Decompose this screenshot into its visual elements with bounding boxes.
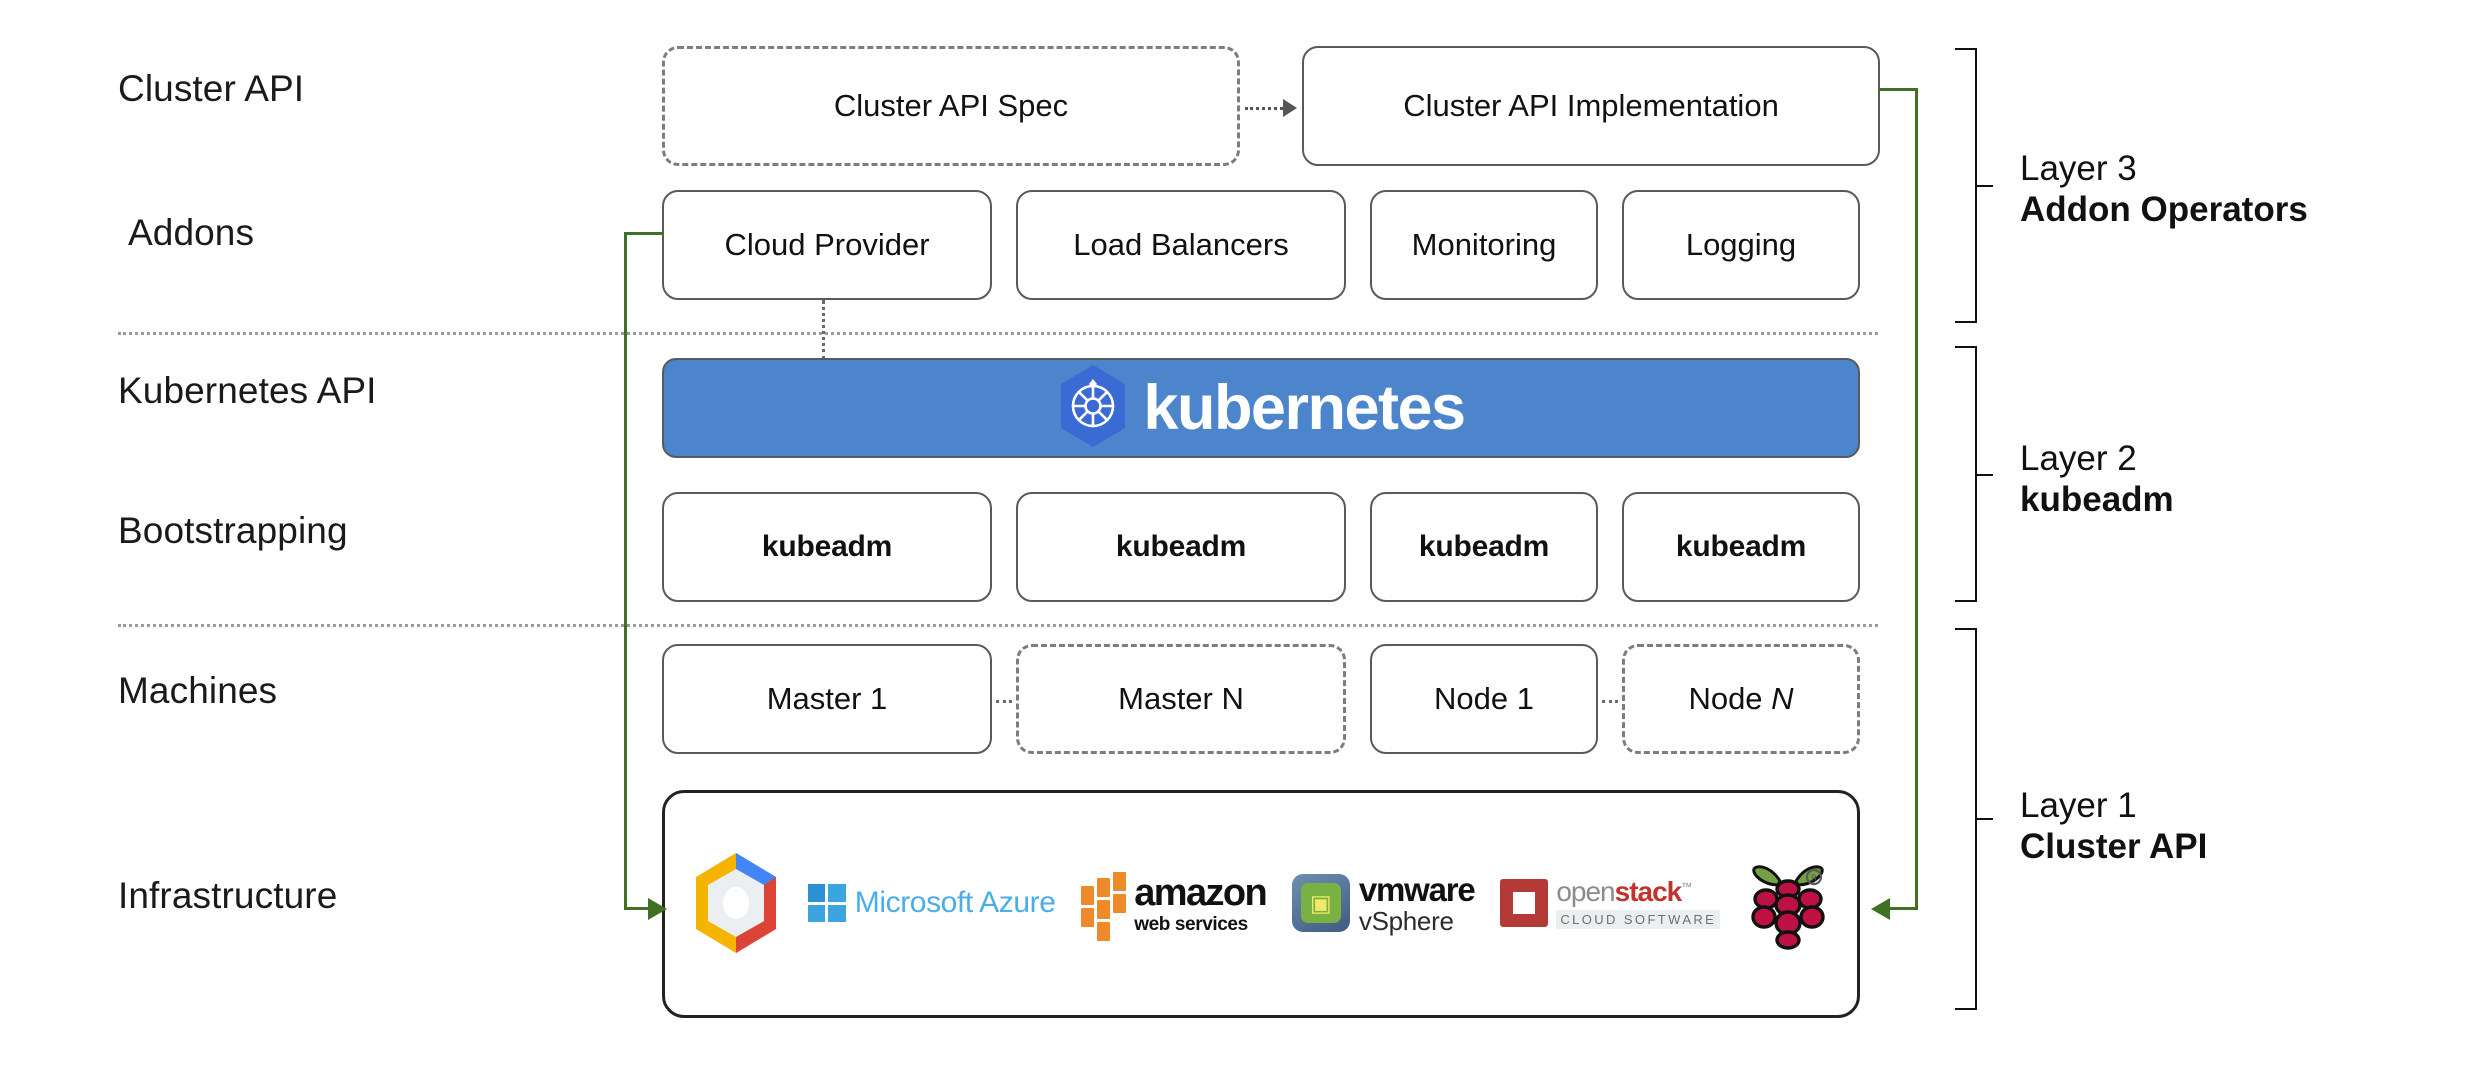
- addon-box-monitoring[interactable]: Monitoring: [1370, 190, 1598, 300]
- svg-text:R: R: [1811, 874, 1817, 884]
- bracket-layer-3: [1955, 48, 1977, 323]
- openstack-word-open: open: [1556, 875, 1615, 907]
- machine-label-master-1: Master 1: [766, 681, 888, 716]
- bootstrap-label-2: kubeadm: [1115, 530, 1247, 563]
- layer-1-subject: Cluster API: [2020, 827, 2208, 867]
- addon-label-logging: Logging: [1685, 227, 1797, 262]
- layer-2-subject: kubeadm: [2020, 480, 2174, 520]
- bootstrap-label-1: kubeadm: [761, 530, 893, 563]
- addon-label-load-balancers: Load Balancers: [1073, 227, 1289, 262]
- vmware-label: vmware: [1358, 870, 1476, 908]
- bracket-layer-1: [1955, 628, 1977, 1010]
- layer-1-name: Layer 1: [2020, 786, 2137, 825]
- bootstrap-box-1[interactable]: kubeadm: [662, 492, 992, 602]
- bracket-tick-layer-1: [1977, 818, 1993, 820]
- row-label-machines: Machines: [118, 670, 278, 711]
- aws-cubes-icon: [1081, 872, 1127, 941]
- vsphere-mark-icon: ▣: [1291, 874, 1350, 932]
- row-label-bootstrapping: Bootstrapping: [118, 510, 348, 551]
- infrastructure-provider-logos: Microsoft Azure amazon web services ▣: [690, 840, 1830, 966]
- openstack-sublabel: CLOUD SOFTWARE: [1556, 909, 1721, 929]
- raspberry-pi-logo[interactable]: R: [1746, 855, 1830, 951]
- cluster-api-implementation-box[interactable]: Cluster API Implementation: [1302, 46, 1880, 166]
- layer-caption-1: Layer 1 Cluster API: [2020, 785, 2207, 868]
- machine-label-node-n: Node N: [1688, 681, 1794, 716]
- green-arrowhead-right: [1871, 898, 1890, 920]
- bootstrap-box-2[interactable]: kubeadm: [1016, 492, 1346, 602]
- green-connector-right-vertical: [1915, 88, 1918, 910]
- amazon-label: amazon: [1134, 872, 1267, 914]
- bracket-tick-layer-2: [1977, 474, 1993, 476]
- bootstrap-box-3[interactable]: kubeadm: [1370, 492, 1598, 602]
- cluster-api-implementation-label: Cluster API Implementation: [1403, 88, 1779, 123]
- machine-box-master-1[interactable]: Master 1: [662, 644, 992, 754]
- machine-label-node-n-index: N: [1771, 681, 1794, 716]
- bootstrap-label-3: kubeadm: [1418, 530, 1550, 563]
- openstack-mark-icon: [1500, 879, 1549, 927]
- layer-caption-3: Layer 3 Addon Operators: [2020, 148, 2308, 231]
- row-label-infrastructure: Infrastructure: [118, 875, 338, 916]
- spec-to-impl-connector: [1245, 107, 1283, 110]
- addon-label-cloud-provider: Cloud Provider: [724, 227, 930, 262]
- vmware-vsphere-logo[interactable]: ▣ vmware vSphere: [1291, 870, 1476, 936]
- bootstrap-box-4[interactable]: kubeadm: [1622, 492, 1860, 602]
- openstack-wordmark: openstack™: [1556, 875, 1692, 907]
- kubernetes-wordmark: kubernetes: [1143, 372, 1466, 443]
- microsoft-azure-logo[interactable]: Microsoft Azure: [807, 884, 1056, 922]
- spec-to-impl-arrowhead: [1283, 99, 1297, 117]
- machine-box-node-n[interactable]: Node N: [1622, 644, 1860, 754]
- addon-box-cloud-provider[interactable]: Cloud Provider: [662, 190, 992, 300]
- layer-3-name: Layer 3: [2020, 149, 2137, 188]
- infrastructure-box[interactable]: [662, 790, 1860, 1018]
- cluster-api-spec-box[interactable]: Cluster API Spec: [662, 46, 1240, 166]
- microsoft-azure-label: Microsoft Azure: [854, 886, 1056, 919]
- green-connector-left-vertical: [624, 232, 627, 910]
- kubernetes-banner[interactable]: kubernetes: [662, 358, 1860, 458]
- green-connector-right-bottom: [1890, 907, 1918, 910]
- machine-box-master-n[interactable]: Master N: [1016, 644, 1346, 754]
- bracket-tick-layer-3: [1977, 185, 1993, 187]
- row-label-cluster-api: Cluster API: [118, 68, 305, 109]
- green-connector-left-bottom: [624, 907, 650, 910]
- addon-label-monitoring: Monitoring: [1411, 227, 1557, 262]
- divider-layer3-layer2: [118, 332, 1878, 335]
- machines-ellipsis-nodes: [1602, 700, 1618, 703]
- row-label-kubernetes-api: Kubernetes API: [118, 370, 377, 411]
- addon-box-logging[interactable]: Logging: [1622, 190, 1860, 300]
- amazon-web-services-sublabel: web services: [1134, 914, 1248, 935]
- kubernetes-helm-wheel-icon: [1057, 363, 1129, 454]
- layer-caption-2: Layer 2 kubeadm: [2020, 438, 2174, 521]
- openstack-word-stack: stack: [1614, 875, 1683, 907]
- bootstrap-label-4: kubeadm: [1675, 530, 1807, 563]
- divider-layer2-layer1: [118, 624, 1878, 627]
- addon-box-load-balancers[interactable]: Load Balancers: [1016, 190, 1346, 300]
- microsoft-window-icon: [807, 884, 846, 922]
- openstack-logo[interactable]: openstack™ CLOUD SOFTWARE: [1500, 875, 1721, 929]
- cluster-api-spec-label: Cluster API Spec: [833, 88, 1069, 123]
- row-label-addons: Addons: [128, 212, 255, 253]
- machines-ellipsis-masters: [996, 700, 1012, 703]
- layer-2-name: Layer 2: [2020, 439, 2137, 478]
- green-arrowhead-left: [648, 898, 667, 920]
- green-connector-left-top: [624, 232, 664, 235]
- machine-box-node-1[interactable]: Node 1: [1370, 644, 1598, 754]
- vsphere-sublabel: vSphere: [1358, 905, 1454, 936]
- green-connector-right-top: [1878, 88, 1918, 91]
- layer-3-subject: Addon Operators: [2020, 190, 2308, 230]
- bracket-layer-2: [1955, 346, 1977, 602]
- cloud-provider-to-kubernetes-connector: [822, 300, 825, 360]
- google-cloud-platform-logo[interactable]: [690, 851, 782, 955]
- machine-label-node-1: Node 1: [1434, 681, 1534, 716]
- amazon-web-services-logo[interactable]: amazon web services: [1081, 872, 1268, 941]
- machine-label-master-n: Master N: [1118, 681, 1244, 716]
